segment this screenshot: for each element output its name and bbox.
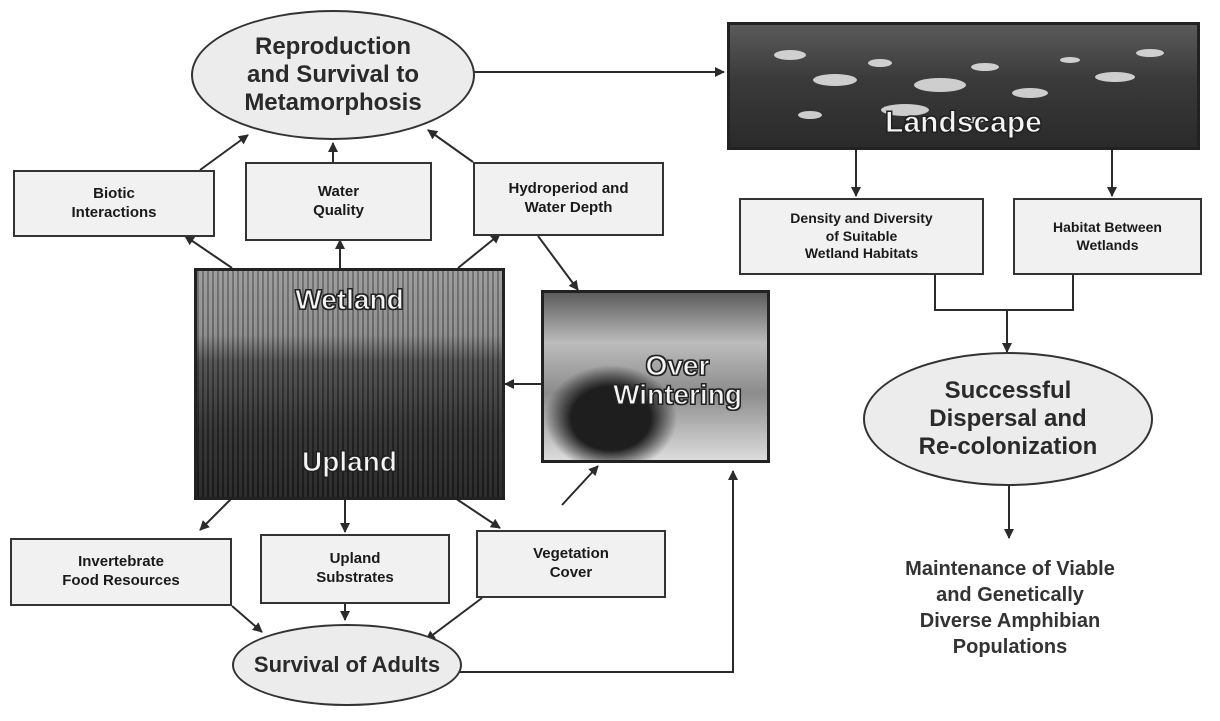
maintenance-text: Maintenance of Viable and Genetically Di…	[905, 558, 1115, 658]
arrow-hydroperiod-to-reproduction	[427, 129, 474, 163]
invertebrate-box: Invertebrate Food Resources	[10, 538, 232, 606]
arrow-vegetation-to-survival	[425, 597, 483, 641]
arrow-hydroperiod-to-overwintering	[537, 235, 579, 291]
upland-label: Upland	[302, 446, 398, 477]
biotic-interactions-box: Biotic Interactions	[13, 170, 215, 237]
merge-density-habitat	[934, 275, 1074, 311]
water-quality-box: Water Quality	[245, 162, 432, 241]
density-diversity-box: Density and Diversity of Suitable Wetlan…	[739, 198, 984, 275]
survival-adults-label: Survival of Adults	[253, 652, 441, 678]
arrow-wetland-to-biotic	[184, 235, 233, 269]
landscape-photo: Landscape	[727, 22, 1200, 150]
landscape-label: Landscape	[885, 106, 1043, 139]
reproduction-label: Reproduction and Survival to Metamorphos…	[244, 32, 422, 117]
vegetation-box: Vegetation Cover	[476, 530, 666, 598]
arrow-vegetation-to-overwintering	[561, 465, 599, 506]
dispersal-oval: Successful Dispersal and Re-colonization	[863, 352, 1153, 486]
arrow-survival-to-overwintering	[459, 470, 738, 673]
arrow-upland-to-invertebrate	[199, 497, 233, 531]
landscape-ponds-graphic	[774, 49, 1164, 123]
overwintering-photo: Over Wintering	[541, 290, 770, 463]
survival-adults-oval: Survival of Adults	[232, 624, 462, 706]
upland-substrates-label: Upland Substrates	[316, 550, 394, 586]
hydroperiod-label: Hydroperiod and Water Depth	[508, 180, 629, 216]
water-quality-label: Water Quality	[313, 182, 364, 219]
density-diversity-label: Density and Diversity of Suitable Wetlan…	[790, 210, 933, 262]
dispersal-label: Successful Dispersal and Re-colonization	[918, 376, 1098, 461]
invertebrate-label: Invertebrate Food Resources	[62, 553, 180, 589]
biotic-interactions-label: Biotic Interactions	[71, 184, 157, 221]
reproduction-oval: Reproduction and Survival to Metamorphos…	[191, 10, 475, 140]
upland-substrates-box: Upland Substrates	[260, 534, 450, 604]
arrow-biotic-to-reproduction	[199, 134, 249, 171]
habitat-between-box: Habitat Between Wetlands	[1013, 198, 1202, 275]
arrow-upland-to-vegetation	[454, 497, 501, 529]
habitat-between-label: Habitat Between Wetlands	[1053, 219, 1162, 253]
arrow-wetland-to-hydroperiod	[457, 233, 501, 269]
hydroperiod-box: Hydroperiod and Water Depth	[473, 162, 664, 236]
vegetation-label: Vegetation Cover	[533, 545, 609, 581]
wetland-upland-photo: Wetland Upland	[194, 268, 505, 500]
wetland-label: Wetland	[295, 284, 404, 315]
overwintering-label: Over Wintering	[613, 350, 743, 411]
arrow-invertebrate-to-survival	[231, 605, 263, 633]
